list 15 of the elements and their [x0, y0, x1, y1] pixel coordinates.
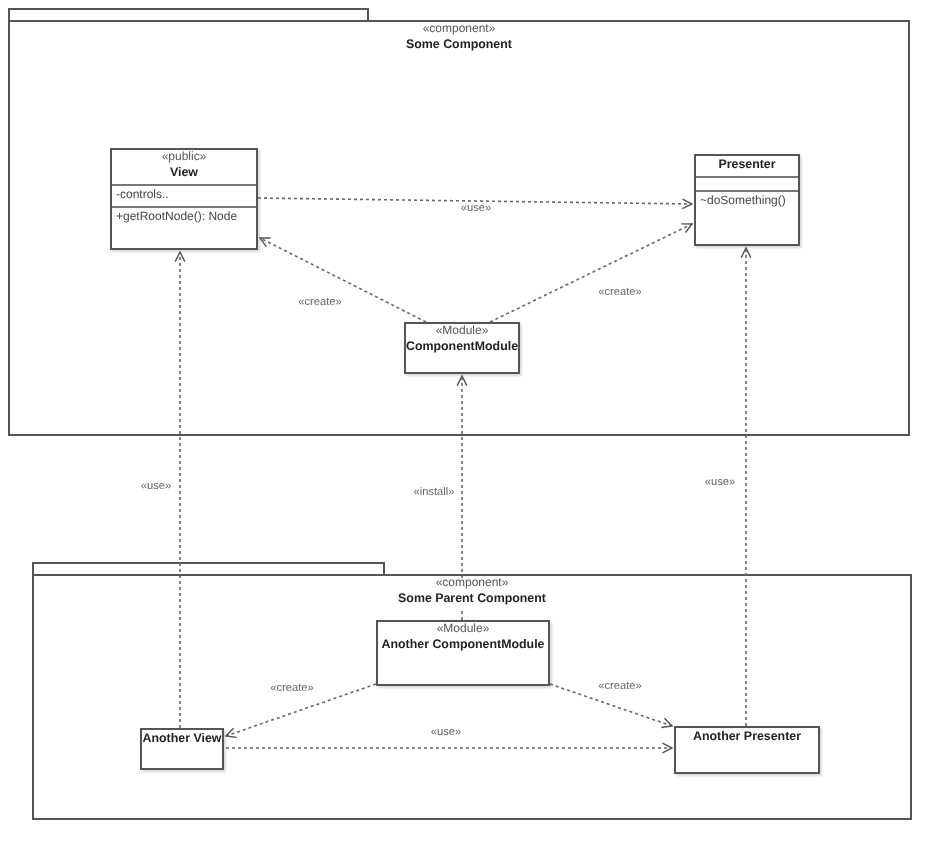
class-box: [694, 154, 800, 246]
class-box: [376, 620, 550, 686]
class-box: [404, 322, 520, 374]
dependency-arrow: [174, 251, 186, 729]
class-box: [140, 728, 224, 770]
dependency-arrow: [257, 197, 693, 210]
dependency-arrow: [549, 683, 673, 729]
dependency-arrow: [225, 683, 377, 739]
dependency-arrow: [489, 223, 693, 323]
class-box: [674, 726, 820, 774]
dependency-arrow: [225, 742, 673, 754]
dependency-arrow: [259, 237, 427, 323]
dependency-arrow: [740, 247, 752, 727]
dependency-arrow: [456, 375, 468, 621]
class-box: [110, 148, 258, 250]
